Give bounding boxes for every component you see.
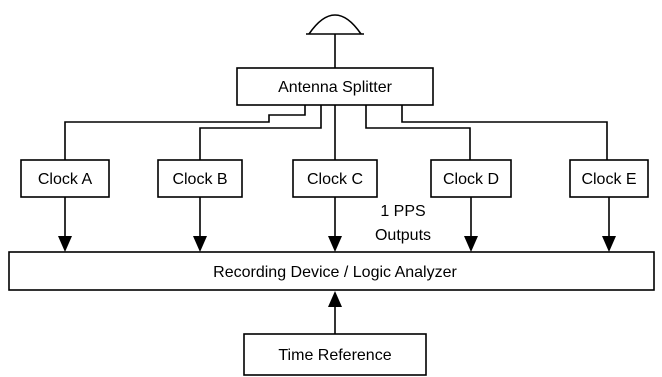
antenna-splitter-label: Antenna Splitter bbox=[278, 79, 393, 96]
splitter-distribution-lines bbox=[64, 105, 608, 160]
clock-a-box: Clock A bbox=[20, 159, 110, 198]
clock-b-box: Clock B bbox=[157, 159, 243, 198]
clock-b-label: Clock B bbox=[172, 171, 227, 188]
pps-label-line1: 1 PPS bbox=[380, 203, 425, 220]
time-reference-arrow bbox=[328, 291, 342, 334]
pps-output-arrows bbox=[58, 197, 616, 252]
pps-outputs-label: 1 PPS Outputs bbox=[375, 203, 431, 244]
antenna-dome-icon bbox=[306, 14, 364, 35]
time-reference-label: Time Reference bbox=[278, 347, 391, 364]
clock-c-box: Clock C bbox=[292, 159, 378, 198]
clock-e-label: Clock E bbox=[581, 171, 636, 188]
pps-label-line2: Outputs bbox=[375, 227, 431, 244]
recording-device-box: Recording Device / Logic Analyzer bbox=[8, 251, 655, 291]
clock-d-box: Clock D bbox=[430, 159, 512, 198]
clock-c-label: Clock C bbox=[307, 171, 363, 188]
antenna-splitter-box: Antenna Splitter bbox=[236, 67, 434, 106]
recording-device-label: Recording Device / Logic Analyzer bbox=[213, 264, 457, 281]
clock-d-label: Clock D bbox=[443, 171, 499, 188]
time-reference-box: Time Reference bbox=[243, 333, 427, 376]
clock-a-label: Clock A bbox=[38, 171, 93, 188]
clock-e-box: Clock E bbox=[569, 159, 649, 198]
